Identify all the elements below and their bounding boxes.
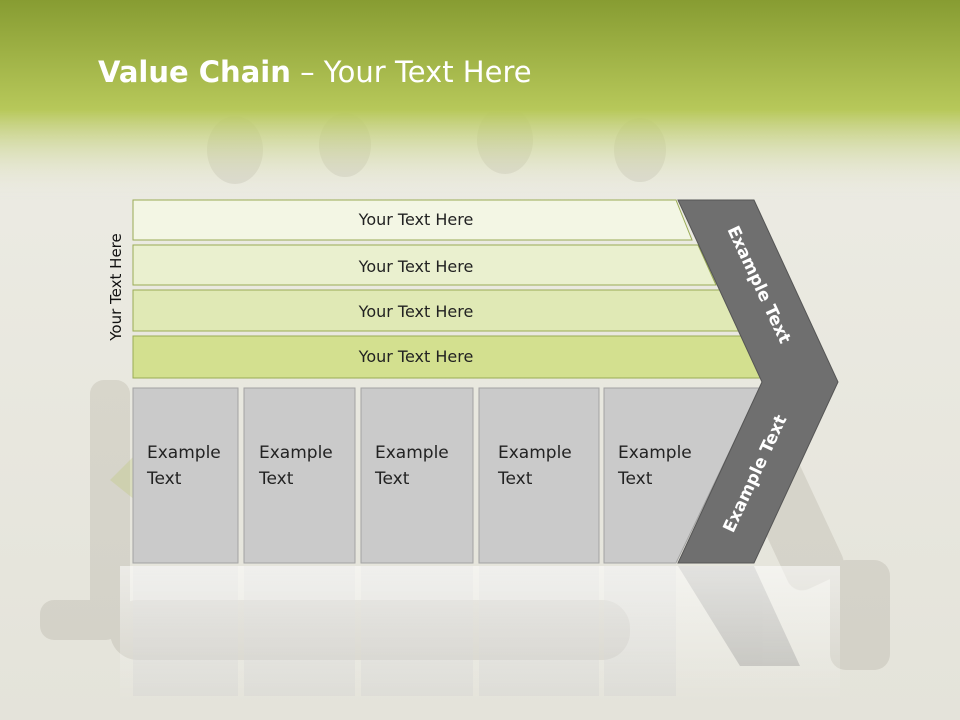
primary-box-label-line2: Text	[617, 469, 653, 489]
primary-box-label-line1: Example	[259, 443, 333, 463]
primary-box-label-line1: Example	[147, 443, 221, 463]
primary-box-label-line2: Text	[258, 469, 294, 489]
primary-box-label-line1: Example	[618, 443, 692, 463]
primary-box-label-line2: Text	[497, 469, 533, 489]
primary-activity-box: Example Text	[132, 387, 239, 564]
primary-box-shape	[132, 387, 239, 564]
support-row-shape	[132, 199, 693, 241]
support-activity-row: Your Text Here	[132, 244, 717, 286]
primary-box-shape	[360, 387, 474, 564]
primary-box-label-line2: Text	[374, 469, 410, 489]
support-activity-row: Your Text Here	[132, 335, 764, 379]
support-row-label: Your Text Here	[358, 347, 474, 366]
margin-chevron-shape	[677, 199, 839, 564]
reflection-fade	[120, 566, 840, 706]
primary-box-label-line1: Example	[375, 443, 449, 463]
primary-activity-box: Example Text	[243, 387, 356, 564]
primary-activity-box: Example Text	[360, 387, 474, 564]
primary-box-shape	[243, 387, 356, 564]
primary-activity-box: Example Text	[478, 387, 600, 564]
support-activity-row: Your Text Here	[132, 199, 693, 241]
primary-box-label-line1: Example	[498, 443, 572, 463]
page-title: Value Chain – Your Text Here	[98, 55, 532, 89]
support-row-label: Your Text Here	[358, 302, 474, 321]
support-row-label: Your Text Here	[358, 257, 474, 276]
primary-box-shape	[603, 387, 761, 564]
support-activity-row: Your Text Here	[132, 289, 741, 332]
support-row-label: Your Text Here	[358, 210, 474, 229]
primary-box-shape	[478, 387, 600, 564]
support-row-shape	[132, 244, 717, 286]
primary-box-label-line2: Text	[146, 469, 182, 489]
primary-activity-box: Example Text	[603, 387, 761, 564]
